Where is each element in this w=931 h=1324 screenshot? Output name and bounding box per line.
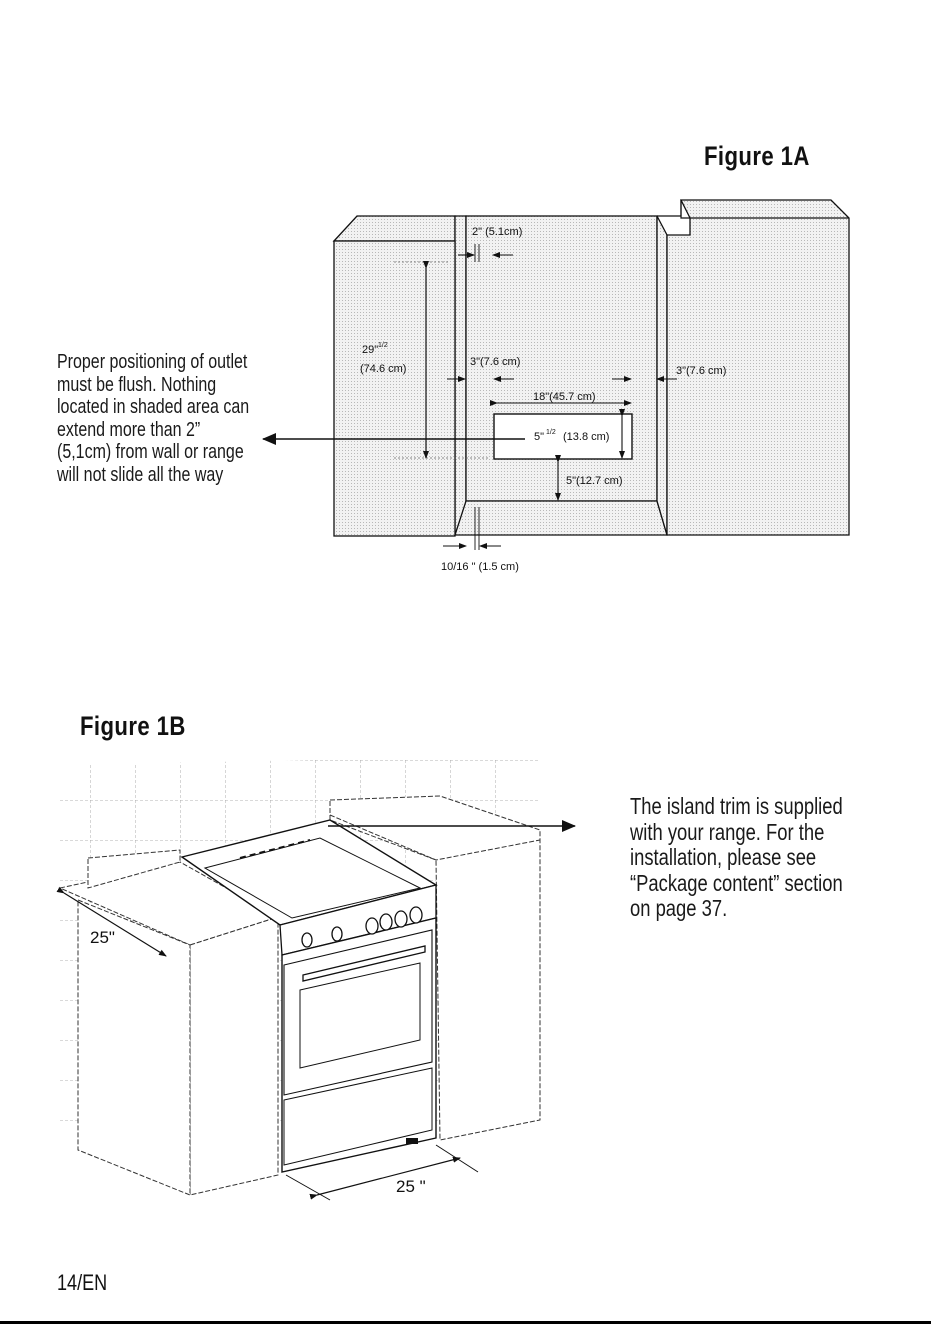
outlet-note: Proper positioning of outlet must be flu…	[57, 351, 249, 486]
dim-height-sup: 1/2	[378, 342, 388, 349]
dim-outlet-height-main: 5"	[534, 431, 544, 443]
dim-height-cm: (74.6 cm)	[360, 363, 406, 375]
dim-right-clearance: 3"(7.6 cm)	[676, 365, 726, 377]
island-trim-note: The island trim is supplied with your ra…	[630, 793, 843, 922]
island-trim-note-line: The island trim is supplied	[630, 793, 843, 819]
dim-bottom-gap: 10/16 " (1.5 cm)	[441, 561, 519, 573]
dim-width: 25 "	[396, 1177, 426, 1196]
island-trim-note-line: with your range. For the	[630, 818, 825, 845]
island-trim-note-line: on page 37.	[630, 895, 728, 921]
dim-left-clearance: 3"(7.6 cm)	[470, 356, 520, 368]
outlet-note-line: extend more than 2”	[57, 418, 201, 441]
dim-outlet-width: 18"(45.7 cm)	[533, 391, 596, 403]
dim-depth: 25"	[90, 928, 115, 947]
figure-1a-diagram	[262, 199, 850, 550]
bottom-rule	[0, 1321, 931, 1324]
dim-outlet-height-sup: 1/2	[546, 429, 556, 436]
island-trim-note-line: installation, please see	[630, 844, 817, 870]
dim-outlet-height-cm: (13.8 cm)	[563, 431, 609, 443]
figure-1b-illustration	[56, 760, 576, 1201]
dim-gap-top: 2" (5.1cm)	[472, 226, 522, 238]
outlet-note-line: located in shaded area can	[57, 396, 250, 418]
outlet-note-line: will not slide all the way	[57, 463, 224, 486]
figure-1b-title: Figure 1B	[80, 711, 186, 741]
dim-height-main: 29"	[362, 344, 378, 356]
page-number: 14/EN	[57, 1270, 108, 1295]
outlet-note-line: (5,1cm) from wall or range	[57, 441, 244, 463]
outlet-note-line: must be flush. Nothing	[57, 373, 217, 396]
island-trim-note-line: “Package content” section	[630, 869, 843, 896]
outlet-note-line: Proper positioning of outlet	[57, 351, 248, 373]
figure-1a-title: Figure 1A	[704, 141, 810, 171]
dim-floor-clearance: 5"(12.7 cm)	[566, 475, 622, 487]
